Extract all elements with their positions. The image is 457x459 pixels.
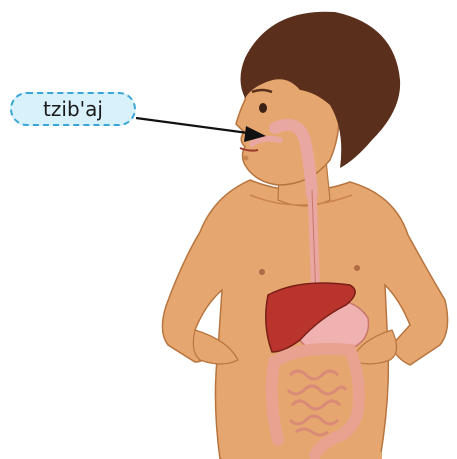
boy-figure [162,12,447,459]
eye [259,103,267,113]
waist [222,452,382,459]
nipple-right [354,265,360,271]
nose-label-text: tzib'aj [43,97,103,121]
arrow-line [136,118,248,133]
nose-label: tzib'aj [10,92,136,126]
chin-spot [244,156,249,161]
nipple-left [259,269,265,275]
